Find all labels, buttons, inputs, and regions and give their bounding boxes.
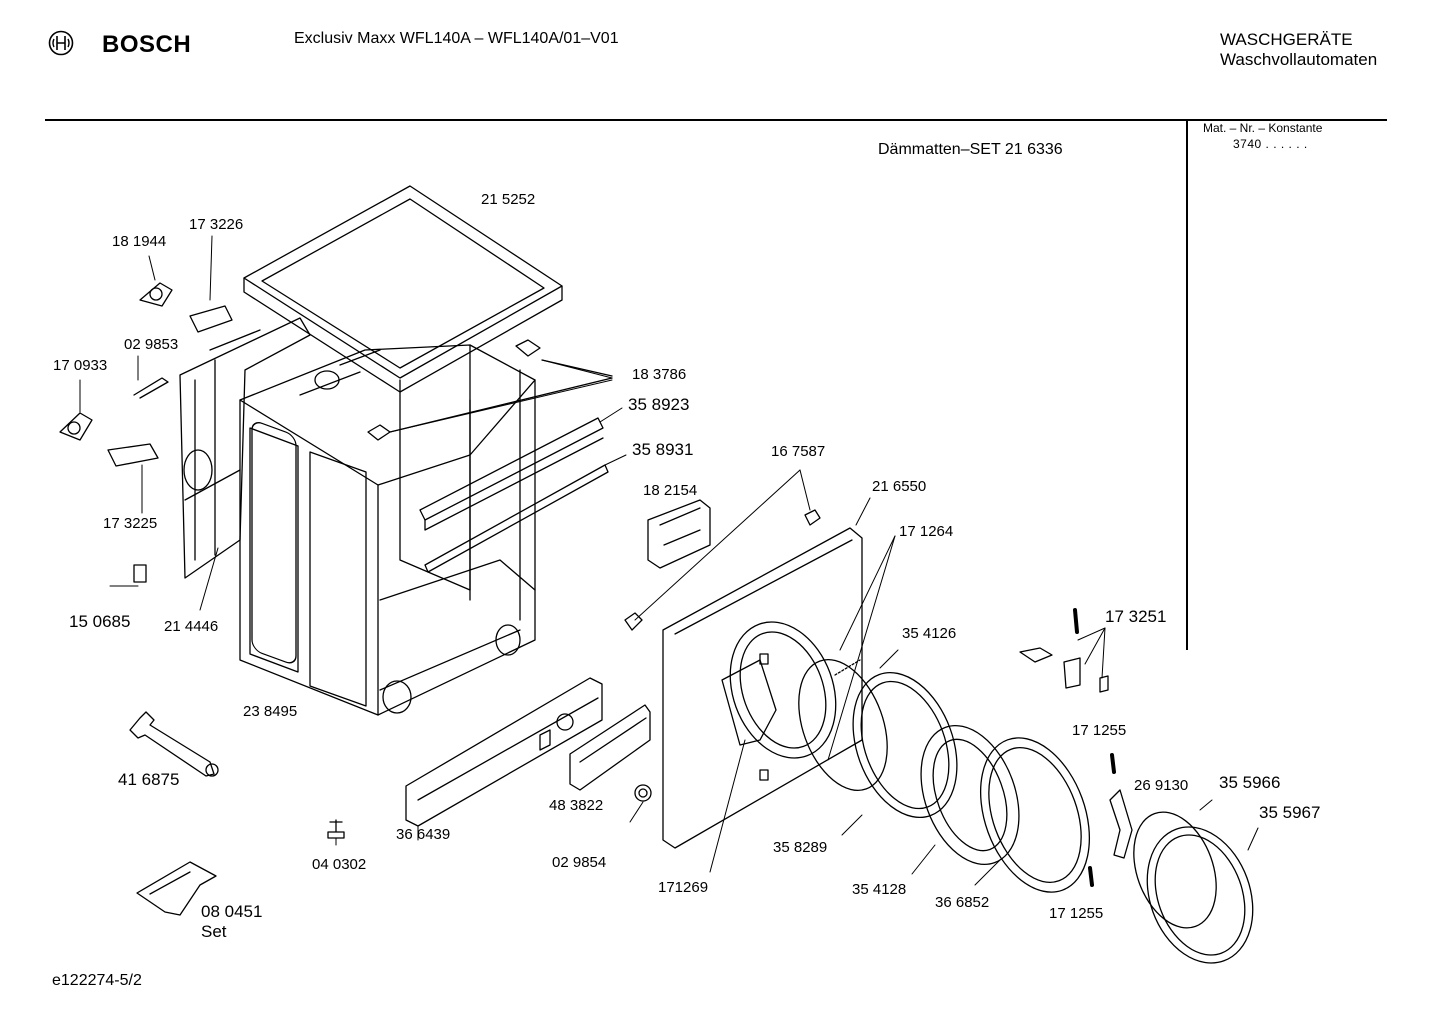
- part-label: 17 1255: [1049, 905, 1104, 922]
- part-label: 35 8289: [773, 839, 828, 856]
- part-label: 35 8923: [628, 395, 690, 414]
- part-label: 17 3225: [103, 515, 158, 532]
- part-label: 16 7587: [771, 443, 826, 460]
- cross-rail-upper-part: [419, 417, 604, 531]
- top-lid-part: [243, 185, 563, 393]
- document-id: e122274-5/2: [52, 972, 142, 989]
- part-label: 35 8931: [632, 440, 694, 459]
- part-label: 41 6875: [118, 770, 180, 789]
- part-label: 21 5252: [481, 191, 536, 208]
- model-title: Exclusiv Maxx WFL140A – WFL140A/01–V01: [294, 30, 619, 47]
- part-label: 36 6852: [935, 894, 990, 911]
- part-label: 18 3786: [632, 366, 687, 383]
- part-label: 36 6439: [396, 826, 451, 843]
- part-label: 17 3251: [1105, 607, 1167, 626]
- part-label: 15 0685: [69, 612, 131, 631]
- part-label: 18 1944: [112, 233, 167, 250]
- part-label: 35 4126: [902, 625, 957, 642]
- part-label: Set: [201, 922, 227, 941]
- part-label: 21 6550: [872, 478, 927, 495]
- insulation-set-note: Dämmatten–SET 21 6336: [878, 141, 1063, 158]
- part-label: 17 1255: [1072, 722, 1127, 739]
- brand-name: BOSCH: [102, 31, 192, 58]
- part-label: 35 4128: [852, 881, 907, 898]
- part-label: 17 1264: [899, 523, 954, 540]
- part-label: 18 2154: [643, 482, 698, 499]
- sidebar-divider: [1186, 120, 1188, 650]
- part-label: 02 9853: [124, 336, 179, 353]
- part-label: 26 9130: [1134, 777, 1189, 794]
- part-label: 23 8495: [243, 703, 298, 720]
- part-label: 02 9854: [552, 854, 607, 871]
- rear-panel-part: [179, 317, 311, 579]
- part-label: 35 5967: [1259, 803, 1321, 822]
- cabinet-body-part: [239, 344, 536, 716]
- part-label: 17 3226: [189, 216, 244, 233]
- part-label: 17 0933: [53, 357, 108, 374]
- mat-number-value: 3740 . . . . . .: [1233, 137, 1308, 151]
- category-title: WASCHGERÄTE: [1220, 30, 1353, 49]
- front-panel-part: [662, 527, 863, 849]
- category-subtitle: Waschvollautomaten: [1220, 50, 1378, 69]
- part-label: 08 0451: [201, 902, 263, 921]
- control-panel-part: [405, 677, 603, 827]
- mat-number-label: Mat. – Nr. – Konstante: [1203, 121, 1323, 135]
- part-label: 04 0302: [312, 856, 367, 873]
- header-divider: [45, 119, 1387, 121]
- part-label: 21 4446: [164, 618, 219, 635]
- part-label: 48 3822: [549, 797, 604, 814]
- part-label: 171269: [658, 879, 709, 896]
- bosch-logo-icon: [48, 30, 74, 56]
- cross-rail-lower-part: [424, 464, 609, 573]
- part-label: 35 5966: [1219, 773, 1281, 792]
